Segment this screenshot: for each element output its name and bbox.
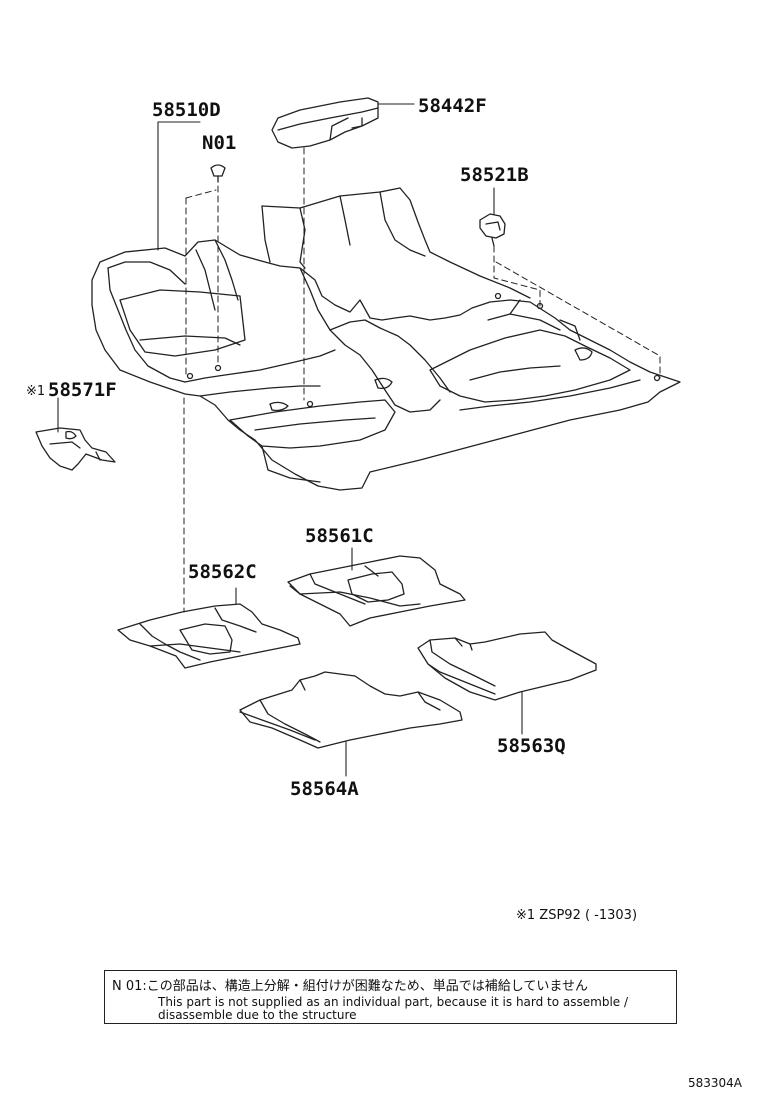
part-58521b-shape: [479, 213, 506, 247]
part-58563q-shape: [417, 631, 597, 701]
part-labels: 58510D N01 58442F 58521B ※1 58571F 58561…: [26, 95, 566, 800]
label-58571f-mark: ※1: [26, 384, 45, 399]
note-english-line1: This part is not supplied as an individu…: [158, 995, 629, 1009]
label-58571f[interactable]: 58571F: [48, 379, 117, 401]
footnote: ※1 ZSP92 ( -1303): [516, 908, 638, 923]
part-n01-shape: [210, 164, 226, 183]
floor-carpet-assembly: [91, 187, 681, 491]
part-58561c-shape: [287, 555, 466, 627]
note-japanese: N 01:この部品は、構造上分解・組付けが困難なため、単品では補給していません: [112, 979, 588, 994]
label-58442f[interactable]: 58442F: [418, 95, 487, 117]
label-58564a[interactable]: 58564A: [290, 778, 359, 800]
label-58510d[interactable]: 58510D: [152, 99, 221, 121]
part-58571f-shape: [35, 427, 116, 471]
label-58521b[interactable]: 58521B: [460, 164, 529, 186]
label-n01[interactable]: N01: [202, 132, 236, 154]
figure-code: 583304A: [688, 1076, 743, 1090]
part-58442f-shape: [271, 97, 379, 149]
label-58562c[interactable]: 58562C: [188, 561, 257, 583]
label-58563q[interactable]: 58563Q: [497, 735, 566, 757]
label-58561c[interactable]: 58561C: [305, 525, 374, 547]
note-box: N 01:この部品は、構造上分解・組付けが困難なため、単品では補給していません …: [104, 970, 677, 1024]
note-english-line2: disassemble due to the structure: [158, 1008, 357, 1022]
dashed-lines: [183, 147, 661, 613]
leader-lines: [57, 103, 523, 777]
part-58562c-shape: [117, 603, 301, 669]
part-58564a-shape: [239, 671, 463, 749]
